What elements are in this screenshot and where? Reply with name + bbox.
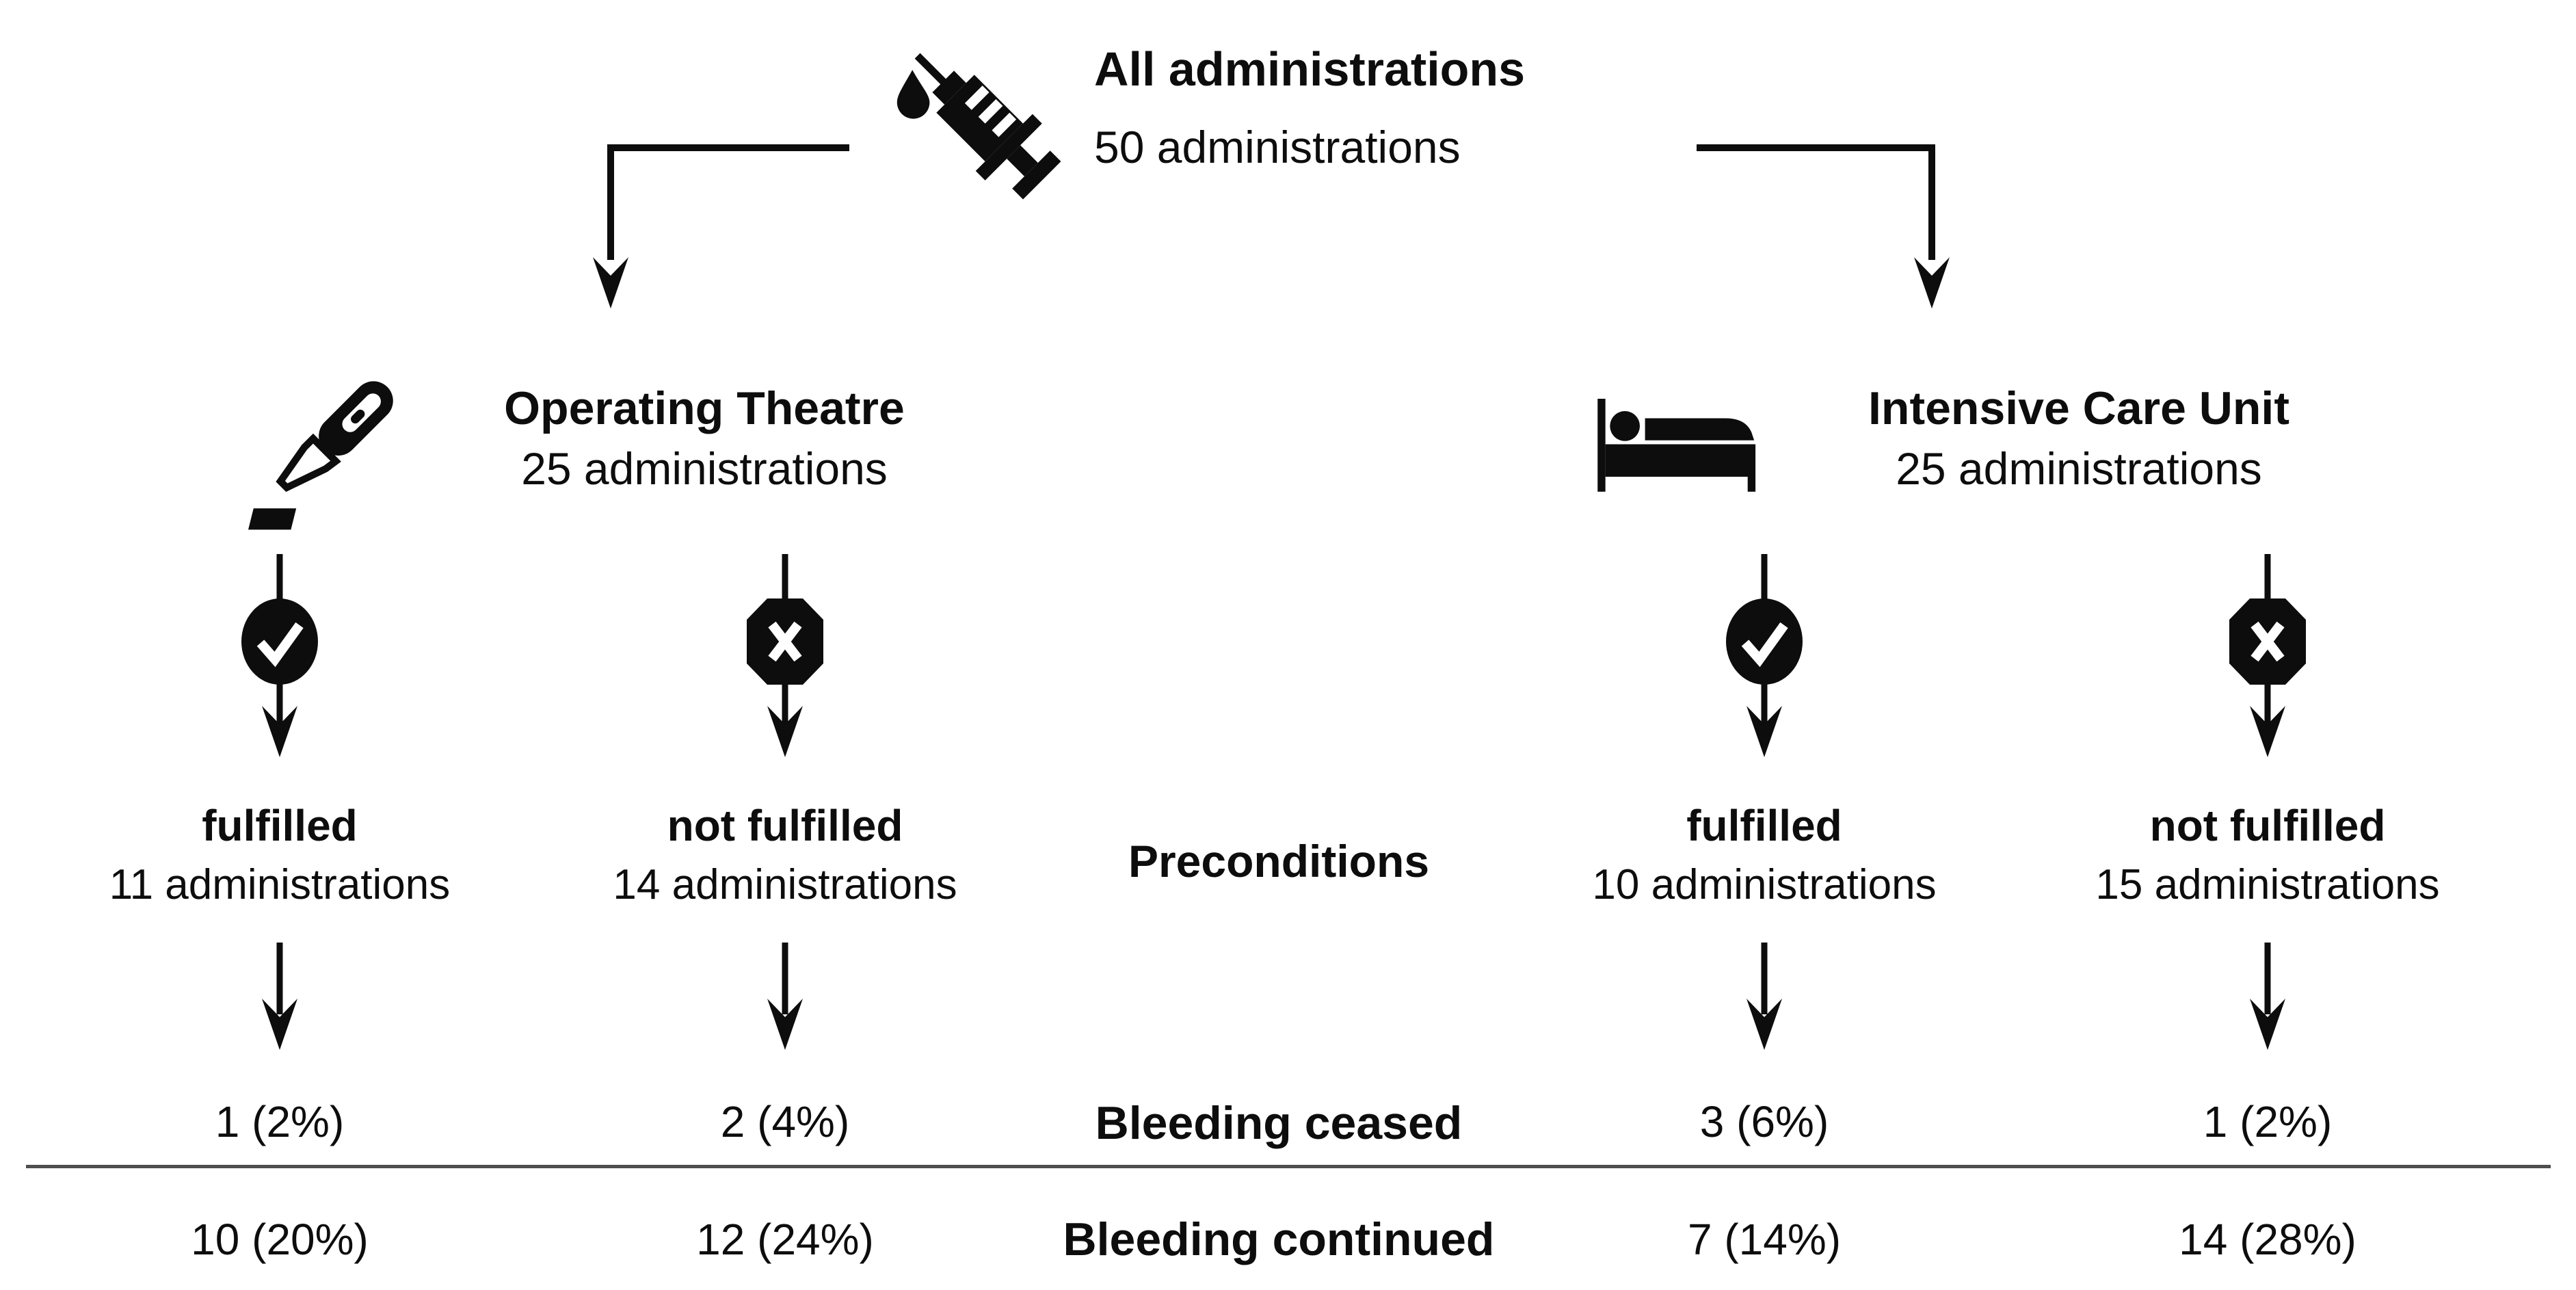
root-subtitle: 50 administrations	[1094, 122, 1461, 172]
outcome-value-continued: 14 (28%)	[2179, 1215, 2356, 1264]
arrowhead	[262, 999, 297, 1050]
cross-icon	[747, 554, 823, 757]
cross-icon	[2229, 554, 2306, 757]
outcome-value-ceased: 2 (4%)	[720, 1097, 850, 1146]
root-node: All administrations 50 administrations	[1094, 38, 1710, 176]
droplet-shape	[897, 70, 930, 119]
check-icon	[1726, 554, 1803, 757]
arrowhead	[1747, 999, 1782, 1050]
precondition-count: 10 administrations	[1592, 861, 1937, 908]
precondition-count: 15 administrations	[2095, 861, 2440, 908]
precondition-count: 11 administrations	[109, 861, 451, 908]
branch-node-intensive-care-unit: Intensive Care Unit 25 administrations	[1805, 378, 2352, 498]
outcome-value-ceased: 3 (6%)	[1699, 1097, 1829, 1146]
outcome-value-continued: 7 (14%)	[1687, 1215, 1842, 1264]
down-arrow	[767, 943, 803, 1050]
outcome-value-continued: 10 (20%)	[191, 1215, 369, 1264]
outcome-value-ceased: 1 (2%)	[2203, 1097, 2333, 1146]
down-arrow	[1747, 943, 1782, 1050]
check-icon	[241, 554, 318, 757]
arrowhead	[2250, 706, 2285, 757]
row-divider	[26, 1165, 2551, 1168]
precondition-status: fulfilled	[1686, 801, 1842, 850]
scalpel-icon	[248, 381, 393, 530]
bed-icon	[1597, 399, 1756, 492]
branch-subtitle: 25 administrations	[1896, 443, 2262, 494]
branch-title: Intensive Care Unit	[1868, 382, 2289, 434]
arrow-to-intensive-care-unit	[1697, 144, 1950, 308]
branch-title: Operating Theatre	[504, 382, 905, 434]
precondition-status: not fulfilled	[2149, 801, 2386, 850]
bleeding-continued-label: Bleeding continued	[1063, 1213, 1495, 1265]
arrowhead	[262, 706, 297, 757]
arrowhead	[1914, 257, 1950, 308]
down-arrow	[2250, 943, 2285, 1050]
preconditions-label: Preconditions	[1128, 836, 1430, 886]
arrowhead	[767, 999, 803, 1050]
arrow-to-operating-theatre	[593, 144, 849, 308]
outcome-value-continued: 12 (24%)	[696, 1215, 874, 1264]
syringe-icon	[897, 53, 1061, 200]
precondition-status: not fulfilled	[667, 801, 903, 850]
root-title: All administrations	[1094, 42, 1526, 96]
precondition-count: 14 administrations	[613, 861, 957, 908]
branch-node-operating-theatre: Operating Theatre 25 administrations	[431, 378, 978, 498]
arrowhead	[2250, 999, 2285, 1050]
cut-mark-shape	[248, 508, 297, 530]
branch-subtitle: 25 administrations	[521, 443, 888, 494]
precondition-status: fulfilled	[202, 801, 358, 850]
arrowhead	[593, 257, 628, 308]
down-arrow	[262, 943, 297, 1050]
arrowhead	[767, 706, 803, 757]
bleeding-ceased-label: Bleeding ceased	[1095, 1097, 1463, 1149]
outcome-value-ceased: 1 (2%)	[215, 1097, 345, 1146]
arrowhead	[1747, 706, 1782, 757]
